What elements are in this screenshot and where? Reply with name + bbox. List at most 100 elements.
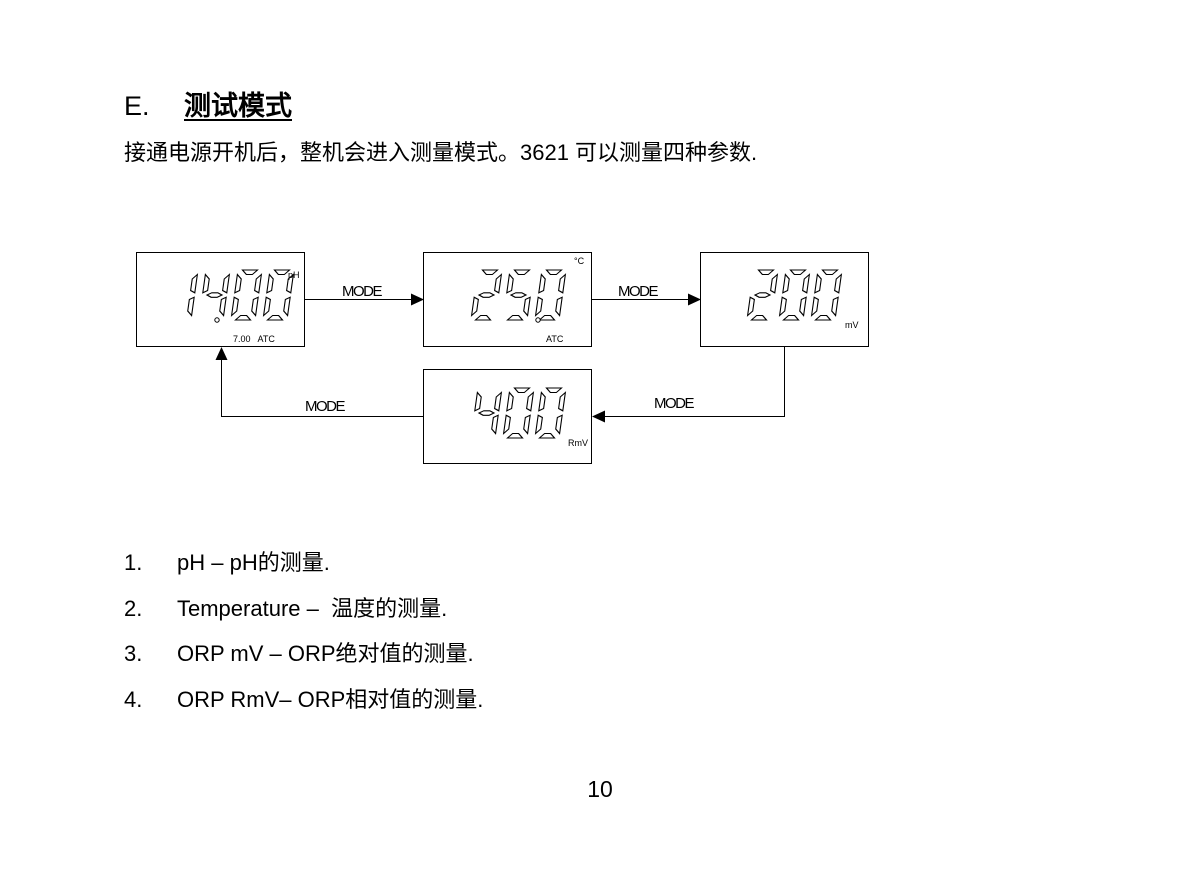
list-item: 1. pH – pH的测量.	[124, 546, 483, 592]
temp-unit: °C	[574, 256, 585, 266]
arrowhead-mv	[688, 293, 701, 306]
lcd-segment	[234, 314, 252, 321]
item-number: 1.	[124, 550, 143, 575]
lcd-segment	[219, 296, 227, 317]
lcd-segment	[241, 269, 259, 276]
temp-display-digits	[470, 269, 567, 321]
lcd-segment	[481, 269, 499, 276]
lcd-segment	[526, 391, 535, 412]
rmv-display-digits	[474, 387, 567, 439]
mv-unit: mV	[845, 320, 859, 330]
lcd-segment	[273, 269, 291, 276]
lcd-segment	[509, 292, 528, 298]
lcd-segment	[834, 273, 843, 294]
lcd-segment	[474, 391, 482, 412]
lcd-segment	[470, 296, 479, 317]
lcd-segment	[283, 296, 291, 317]
parameter-list: 1. pH – pH的测量. 2. Temperature – 温度的测量. 3. O…	[124, 546, 483, 728]
lcd-segment	[506, 432, 524, 439]
mode-label-2: MODE	[618, 283, 658, 300]
lcd-segment	[538, 391, 546, 412]
lcd-segment	[821, 269, 839, 276]
lcd-segment	[750, 314, 768, 321]
lcd-segment	[555, 414, 563, 435]
lcd-segment	[266, 314, 284, 321]
lcd-segment	[782, 273, 790, 294]
lcd-segment	[474, 314, 492, 321]
lcd-segment	[534, 414, 543, 435]
lcd-segment	[545, 387, 563, 394]
ph-display-digits	[187, 269, 295, 321]
lcd-segment	[534, 296, 543, 317]
lcd-segment	[814, 314, 832, 321]
lcd-segment	[831, 296, 839, 317]
section-heading: E. 测试模式	[124, 88, 292, 124]
lcd-segment	[789, 269, 807, 276]
lcd-segment	[753, 292, 772, 298]
lcd-segment	[251, 296, 259, 317]
arrowhead-temp	[411, 293, 424, 306]
lcd-segment	[757, 269, 775, 276]
rmv-display-box	[423, 369, 592, 464]
lcd-segment	[491, 414, 499, 435]
lcd-segment	[234, 273, 242, 294]
item-number: 2.	[124, 595, 143, 621]
ph-unit: pH	[288, 270, 300, 280]
lcd-segment	[494, 391, 503, 412]
rmv-unit: RmV	[568, 438, 588, 448]
intro-paragraph: 接通电源开机后，整机会进入测量模式。3621 可以测量四种参数.	[124, 140, 758, 165]
lcd-segment	[782, 314, 800, 321]
lcd-segment	[230, 296, 239, 317]
lcd-segment	[555, 296, 563, 317]
item-text: ORP mV – ORP绝对值的测量.	[177, 641, 474, 666]
temp-decimal-point	[535, 317, 541, 323]
lcd-segment	[506, 391, 514, 412]
ph-decimal-point	[214, 317, 220, 323]
lcd-segment	[778, 296, 787, 317]
list-item: 4. ORP RmV– ORP相对值的测量.	[124, 683, 483, 729]
lcd-segment	[523, 414, 531, 435]
lcd-segment	[202, 273, 210, 294]
lcd-segment	[506, 273, 514, 294]
lcd-segment	[506, 314, 524, 321]
lcd-segment	[205, 292, 224, 298]
item-number: 3.	[124, 641, 143, 666]
ph-display-box	[136, 252, 305, 347]
lcd-segment	[477, 292, 496, 298]
lcd-segment	[187, 296, 195, 317]
lcd-segment	[477, 410, 496, 416]
list-item: 2. Temperature – 温度的测量.	[124, 592, 483, 638]
lcd-segment	[802, 273, 811, 294]
arrowhead-ph	[215, 347, 228, 360]
lcd-segment	[558, 273, 567, 294]
lcd-segment	[494, 273, 503, 294]
lcd-segment	[538, 273, 546, 294]
mode-label-1: MODE	[342, 283, 382, 300]
lcd-segment	[262, 296, 271, 317]
ph-subtext: 7.00 ATC	[233, 334, 275, 344]
section-letter: E.	[124, 91, 150, 121]
lcd-segment	[810, 296, 819, 317]
temp-display-box	[423, 252, 592, 347]
item-text: ORP RmV– ORP相对值的测量.	[177, 686, 484, 712]
arrowhead-rmv	[592, 410, 605, 423]
lcd-segment	[538, 314, 556, 321]
lcd-segment	[558, 391, 567, 412]
arrow-rmv-to-ph	[221, 360, 423, 417]
mode-label-3: MODE	[654, 395, 694, 412]
section-title: 测试模式	[184, 91, 292, 121]
item-number: 4.	[124, 686, 143, 712]
list-item: 3. ORP mV – ORP绝对值的测量.	[124, 637, 483, 683]
lcd-segment	[513, 269, 531, 276]
lcd-segment	[814, 273, 822, 294]
lcd-segment	[523, 296, 531, 317]
lcd-segment	[266, 273, 274, 294]
temp-subtext: ATC	[546, 334, 564, 344]
lcd-segment	[222, 273, 231, 294]
item-text: pH – pH的测量.	[177, 550, 330, 575]
mode-label-4: MODE	[305, 398, 345, 415]
lcd-segment	[190, 273, 199, 294]
arrow-mv-to-rmv	[604, 347, 785, 417]
item-text: Temperature – 温度的测量.	[177, 595, 448, 621]
